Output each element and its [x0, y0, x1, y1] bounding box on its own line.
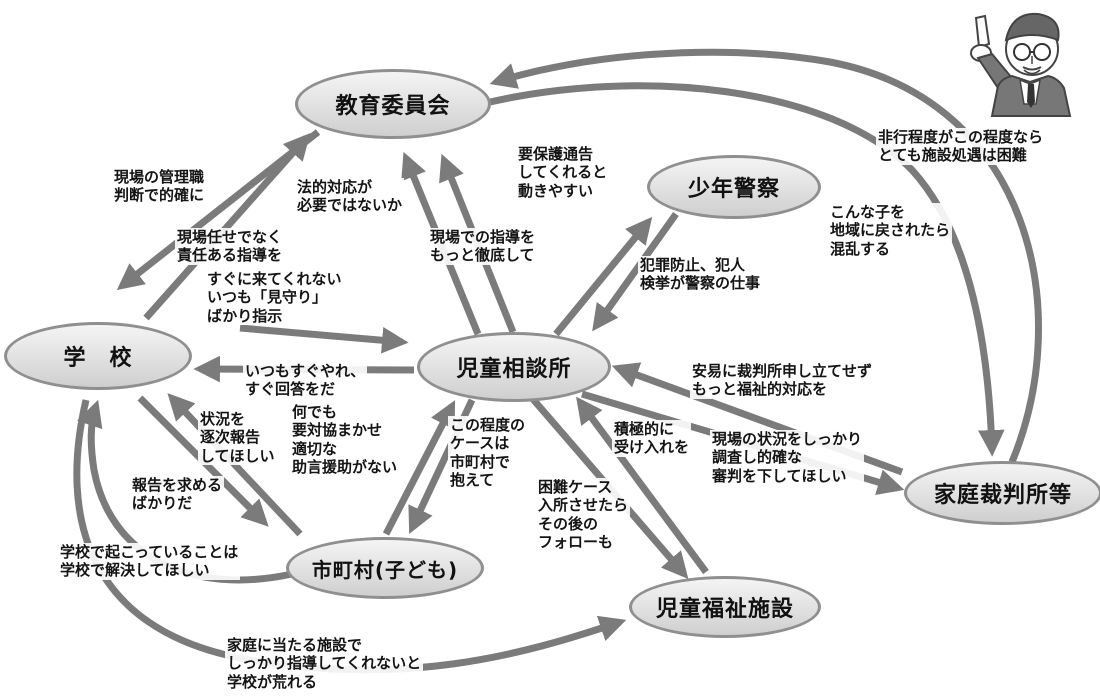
- annotation-a11: 安易に裁判所申し立てせず もっと福祉的対応を: [690, 362, 875, 399]
- node-shonen-keisatsu: 少年警察: [647, 155, 821, 219]
- pointing-man-illustration: [970, 12, 1072, 117]
- annotation-a8: 犯罪防止、犯人 検挙が警察の仕事: [638, 256, 763, 293]
- node-gakko: 学 校: [4, 322, 192, 390]
- annotation-a20: 家庭に当たる施設で しっかり指導してくれないと 学校が荒れる: [225, 636, 424, 691]
- annotation-a4: 非行程度がこの程度なら とても施設処遇は困難: [876, 128, 1046, 165]
- annotation-a2: 法的対応が 必要ではないか: [295, 178, 405, 215]
- arrow-jiso-to-keisatsu: [553, 216, 653, 337]
- annotation-a19: 学校で起こっていることは 学校で解決してほしい: [58, 543, 241, 580]
- annotation-a15: 積極的に 受け入れを: [612, 420, 692, 457]
- annotation-a10: いつもすぐやれ、 すぐ回答をだ: [243, 362, 368, 399]
- arrow-shichoson-to-jiso: [382, 400, 456, 536]
- annotation-a5: こんな子を 地域に戻されたら 混乱する: [828, 203, 953, 258]
- annotation-a14: この程度の ケースは 市町村で 抱えて: [448, 416, 528, 490]
- node-jido-fukushi: 児童福祉施設: [629, 576, 821, 638]
- arrow-gakko-to-jiso: [239, 324, 409, 354]
- annotation-a18: 困難ケース 入所させたら その後の フォローも: [536, 478, 631, 552]
- annotation-a17: 報告を求める ばかりだ: [130, 476, 225, 513]
- annotation-a12: 状況を 逐次報告 してほしい: [198, 410, 277, 465]
- node-shichoson: 市町村(子ども): [286, 537, 484, 599]
- arrow-shichoson-to-gakko: [167, 393, 303, 537]
- annotation-a9: すぐに来てくれない いつも「見守り」 ばかり指示: [205, 270, 344, 325]
- annotation-a16: 現場の状況をしっかり 調査し的確な 審判を下してほしい: [710, 430, 865, 485]
- arrow-keisatsu-to-jiso: [592, 211, 679, 332]
- node-katei-saibansho: 家庭裁判所等: [904, 461, 1100, 525]
- annotation-a6: 現場任せでなく 責任ある指導を: [175, 228, 285, 265]
- node-kyoiku-iinkai: 教育委員会: [295, 69, 491, 139]
- annotation-a7: 現場での指導を もっと徹底して: [428, 228, 538, 265]
- arrow-fukushi-to-jiso: [576, 396, 709, 575]
- annotation-a3: 要保護通告 してくれると 動きやすい: [516, 145, 610, 200]
- annotation-a13: 何でも 要対協まかせ 適切な 助言援助がない: [290, 403, 400, 477]
- annotation-a1: 現場の管理職 判断で的確に: [112, 168, 207, 205]
- arrow-saibansho-to-kyoiku: [489, 48, 1042, 464]
- node-jido-sodanjo: 児童相談所: [417, 332, 611, 402]
- pointing-finger-icon: [974, 14, 991, 49]
